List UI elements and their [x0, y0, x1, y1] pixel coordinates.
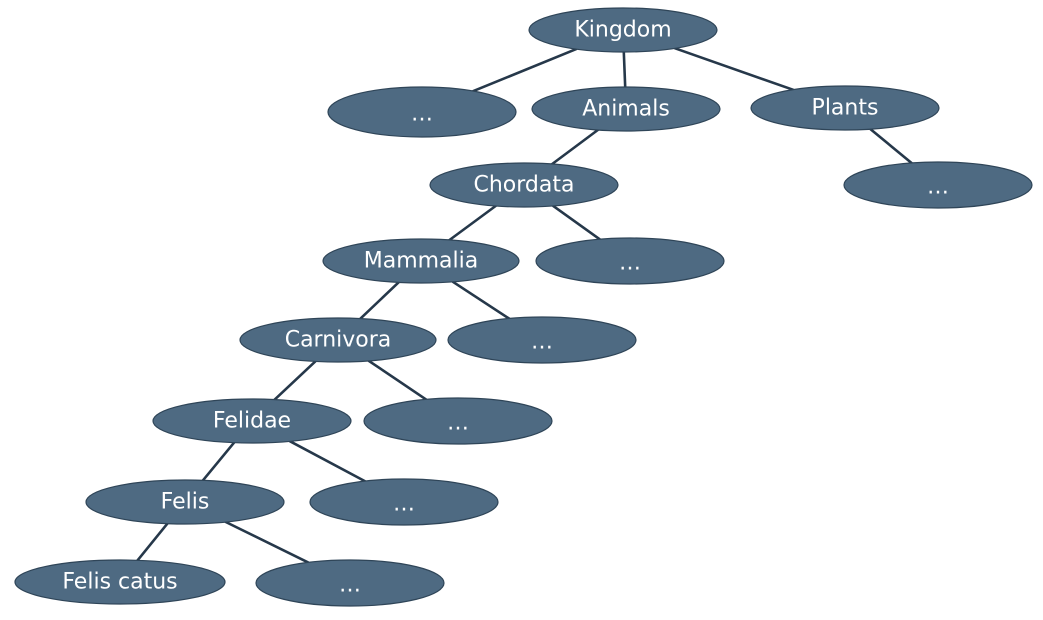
node-kingdom-other-label: …: [411, 102, 433, 127]
node-kingdom: Kingdom: [528, 7, 718, 53]
node-plants-other-label: …: [927, 175, 949, 200]
edge-kingdom-to-plants: [673, 46, 795, 91]
node-mammalia-label: Mammalia: [364, 249, 479, 274]
edge-felis-to-felis-catus: [136, 522, 169, 562]
node-mammalia-other-label: …: [531, 330, 553, 355]
node-felis-catus-label: Felis catus: [62, 570, 177, 595]
edge-felidae-to-felidae-other: [288, 439, 367, 483]
node-felidae-label: Felidae: [213, 409, 291, 434]
edge-carnivora-to-carnivora-other: [367, 359, 428, 401]
node-carnivora-label: Carnivora: [285, 328, 392, 353]
node-chordata-other-label: …: [619, 251, 641, 276]
edge-chordata-to-mammalia: [448, 204, 497, 242]
node-felis-catus: Felis catus: [14, 559, 226, 605]
edge-kingdom-to-kingdom-other: [471, 47, 578, 93]
node-carnivora-other: …: [363, 397, 553, 445]
node-mammalia-other: …: [447, 316, 637, 364]
edge-plants-to-plants-other: [869, 127, 913, 165]
node-felidae-other-label: …: [393, 492, 415, 517]
node-plants-other: …: [843, 161, 1033, 209]
node-felidae-other: …: [309, 478, 499, 526]
edge-chordata-to-chordata-other: [551, 204, 601, 241]
edge-mammalia-to-mammalia-other: [451, 280, 511, 320]
node-chordata: Chordata: [429, 162, 619, 208]
node-mammalia: Mammalia: [322, 238, 520, 284]
edge-felis-to-felis-catus-other: [224, 520, 310, 564]
node-kingdom-label: Kingdom: [574, 18, 671, 43]
edge-kingdom-to-animals: [622, 50, 627, 89]
node-chordata-label: Chordata: [474, 173, 575, 198]
edge-felidae-to-felis: [201, 441, 236, 482]
node-chordata-other: …: [535, 237, 725, 285]
node-felidae: Felidae: [152, 398, 352, 444]
node-felis-catus-other-label: …: [339, 573, 361, 598]
node-felis-label: Felis: [161, 490, 210, 515]
node-animals-label: Animals: [582, 97, 670, 122]
node-kingdom-other: …: [327, 86, 517, 138]
tree-edges: [136, 46, 913, 564]
edge-mammalia-to-carnivora: [359, 281, 400, 320]
node-felis: Felis: [85, 479, 285, 525]
edge-animals-to-chordata: [550, 128, 600, 166]
edge-carnivora-to-felidae: [273, 360, 317, 401]
node-felis-catus-other: …: [255, 559, 445, 607]
node-carnivora: Carnivora: [239, 317, 437, 363]
node-plants: Plants: [750, 85, 940, 131]
node-carnivora-other-label: …: [447, 411, 469, 436]
node-animals: Animals: [531, 86, 721, 132]
node-plants-label: Plants: [812, 96, 879, 121]
